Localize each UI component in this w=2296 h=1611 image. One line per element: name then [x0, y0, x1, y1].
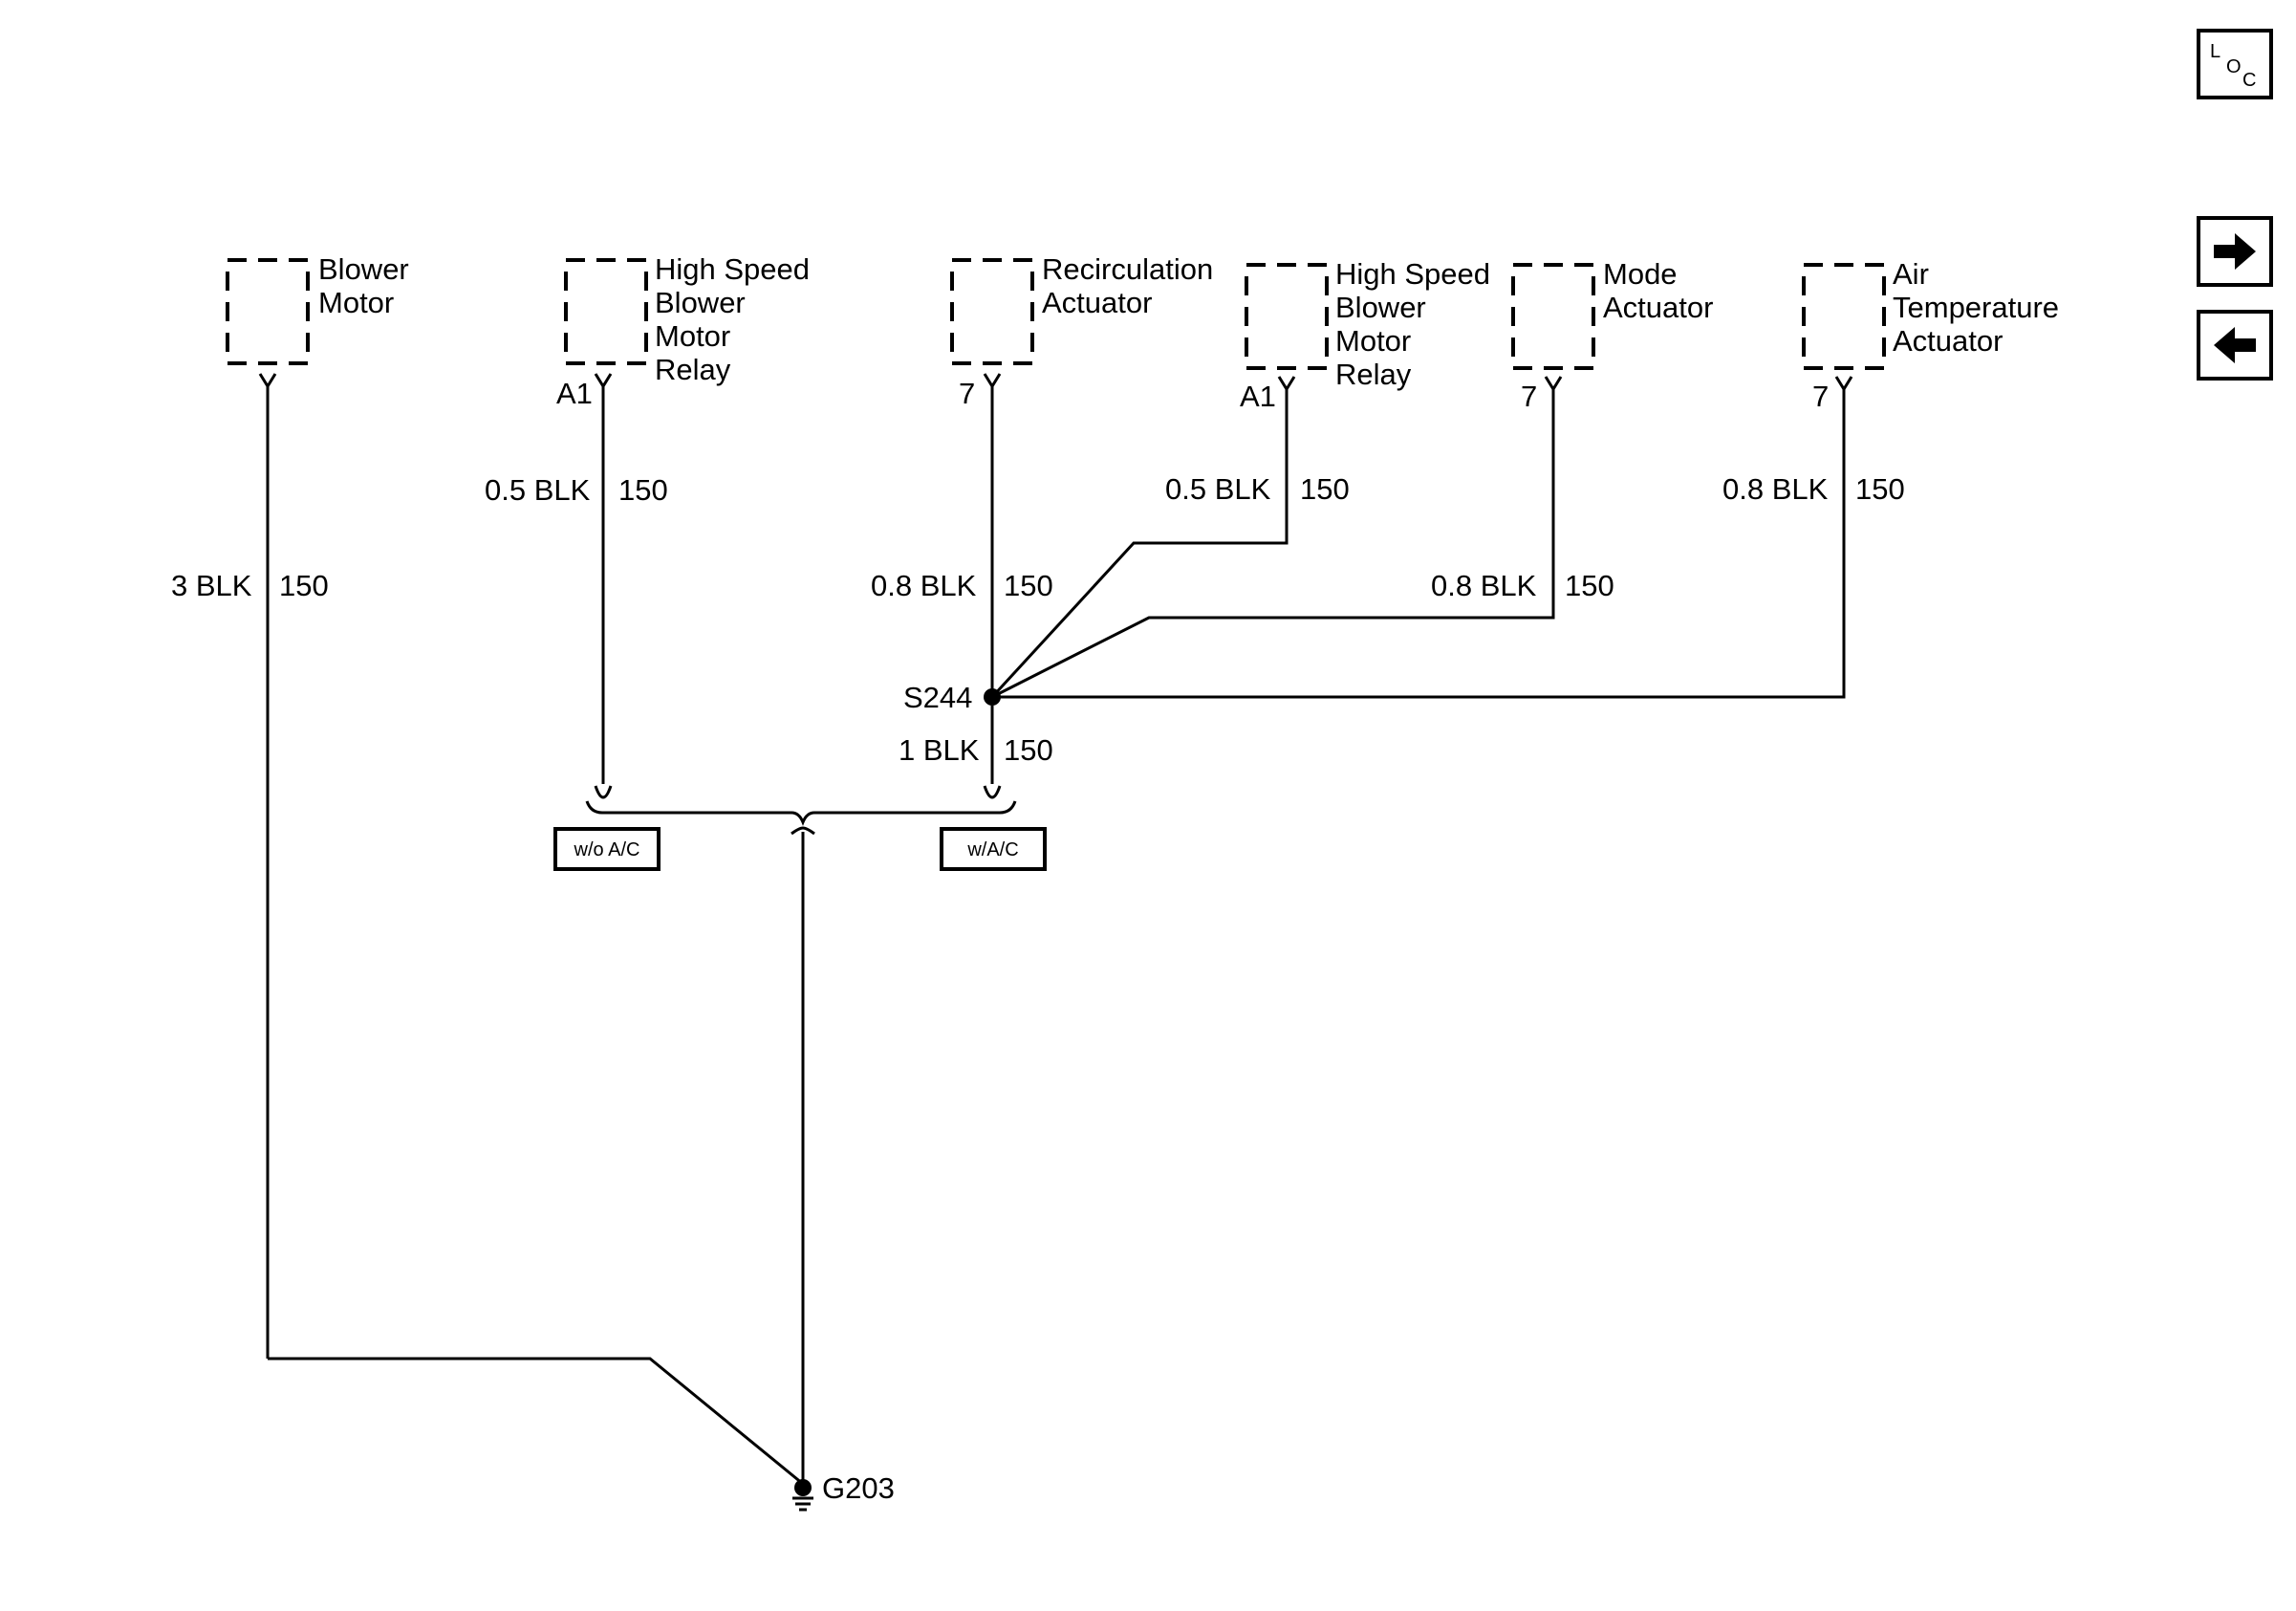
- option-without-ac-label: w/o A/C: [574, 839, 640, 860]
- option-with-ac: w/A/C: [940, 827, 1047, 871]
- recirc-actuator-wire: [983, 373, 1002, 697]
- air-temp-actuator-wire: [992, 376, 1853, 699]
- mode-actuator-wire-color: 0.8 BLK: [1431, 569, 1537, 602]
- brace-line: [585, 800, 1017, 827]
- hs-relay-1-wire: [594, 373, 613, 784]
- option-with-ac-label: w/A/C: [966, 839, 1018, 860]
- recirc-actuator-label-line2: Actuator: [1042, 286, 1152, 319]
- left-arrow-icon: [2214, 327, 2256, 363]
- air-temp-actuator-pin: 7: [1812, 380, 1829, 413]
- splice-dot: [984, 688, 1001, 706]
- hs-relay-2-label-line3: Motor: [1335, 324, 1411, 358]
- blower-motor-label-line1: Blower: [318, 252, 409, 286]
- hs-relay-1-label-line3: Motor: [655, 319, 730, 353]
- air-temp-actuator-box: [1802, 263, 1886, 370]
- hs-relay-1-wire-color: 0.5 BLK: [485, 473, 591, 507]
- component-recirculation-actuator: Recirculation Actuator 7 0.8 BLK 150: [871, 252, 1213, 697]
- blower-motor-wire-circuit: 150: [279, 569, 329, 602]
- air-temp-actuator-label-line1: Air: [1893, 257, 1929, 291]
- splice-wire-circuit: 150: [1004, 733, 1053, 767]
- splice-wire-color: 1 BLK: [899, 733, 980, 767]
- mode-actuator-label-line1: Mode: [1603, 257, 1678, 291]
- loc-button[interactable]: L O C: [2197, 29, 2273, 99]
- air-temp-actuator-wire-color: 0.8 BLK: [1722, 472, 1829, 506]
- hs-relay-2-wire: [990, 376, 1296, 699]
- hs-relay-2-label-line1: High Speed: [1335, 257, 1490, 291]
- splice-s244: S244 1 BLK 150: [899, 681, 1053, 784]
- brace-cap-bottom: [791, 826, 815, 836]
- forward-button[interactable]: [2197, 216, 2273, 287]
- splice-label: S244: [903, 681, 972, 714]
- recirc-actuator-wire-color: 0.8 BLK: [871, 569, 977, 602]
- component-mode-actuator: Mode Actuator 7 0.8 BLK 150: [991, 257, 1713, 699]
- ground-icon: [792, 1496, 813, 1512]
- hs-relay-2-wire-circuit: 150: [1300, 472, 1350, 506]
- blower-motor-ground-run: [268, 1357, 804, 1486]
- hs-relay-2-label-line4: Relay: [1335, 358, 1412, 391]
- blower-motor-wire: [258, 373, 277, 1359]
- hs-relay-1-box: [564, 258, 648, 365]
- blower-motor-wire-color: 3 BLK: [171, 569, 252, 602]
- recirc-actuator-pin: 7: [959, 377, 975, 410]
- ground-label: G203: [822, 1471, 895, 1505]
- hs-relay-2-wire-color: 0.5 BLK: [1165, 472, 1271, 506]
- loc-letter-l: L: [2210, 41, 2220, 62]
- recirc-actuator-wire-circuit: 150: [1004, 569, 1053, 602]
- mode-actuator-box: [1511, 263, 1595, 370]
- recirc-actuator-label-line1: Recirculation: [1042, 252, 1213, 286]
- ground-junction-dot: [794, 1479, 812, 1496]
- air-temp-actuator-wire-circuit: 150: [1855, 472, 1905, 506]
- loc-letter-o: O: [2226, 56, 2242, 77]
- back-button[interactable]: [2197, 310, 2273, 381]
- component-hs-blower-motor-relay-1: High Speed Blower Motor Relay A1 0.5 BLK…: [485, 252, 810, 784]
- mode-actuator-wire: [991, 376, 1563, 699]
- air-temp-actuator-label-line3: Actuator: [1893, 324, 2003, 358]
- blower-motor-box: [226, 258, 310, 365]
- brace-cap-left: [594, 785, 613, 799]
- recirc-actuator-box: [950, 258, 1034, 365]
- blower-motor-label-line2: Motor: [318, 286, 394, 319]
- hs-relay-1-label-line1: High Speed: [655, 252, 810, 286]
- hs-relay-1-label-line2: Blower: [655, 286, 746, 319]
- hs-relay-1-pin: A1: [556, 377, 593, 410]
- loc-letter-c: C: [2242, 70, 2256, 91]
- right-arrow-icon: [2214, 233, 2256, 270]
- mode-actuator-wire-circuit: 150: [1565, 569, 1614, 602]
- component-blower-motor: Blower Motor 3 BLK 150: [171, 252, 409, 1359]
- hs-relay-2-label-line2: Blower: [1335, 291, 1426, 324]
- hs-relay-2-box: [1245, 263, 1329, 370]
- mode-actuator-pin: 7: [1521, 380, 1537, 413]
- air-temp-actuator-label-line2: Temperature: [1893, 291, 2059, 324]
- brace-cap-right: [983, 785, 1002, 799]
- hs-relay-1-label-line4: Relay: [655, 353, 731, 386]
- ground-g203: G203: [792, 1471, 895, 1512]
- hs-relay-1-wire-circuit: 150: [618, 473, 668, 507]
- option-brace: [585, 785, 1017, 1480]
- component-hs-blower-motor-relay-2: High Speed Blower Motor Relay A1 0.5 BLK…: [990, 257, 1490, 699]
- mode-actuator-label-line2: Actuator: [1603, 291, 1713, 324]
- component-air-temperature-actuator: Air Temperature Actuator 7 0.8 BLK 150: [992, 257, 2059, 699]
- option-without-ac: w/o A/C: [553, 827, 661, 871]
- hs-relay-2-pin: A1: [1240, 380, 1276, 413]
